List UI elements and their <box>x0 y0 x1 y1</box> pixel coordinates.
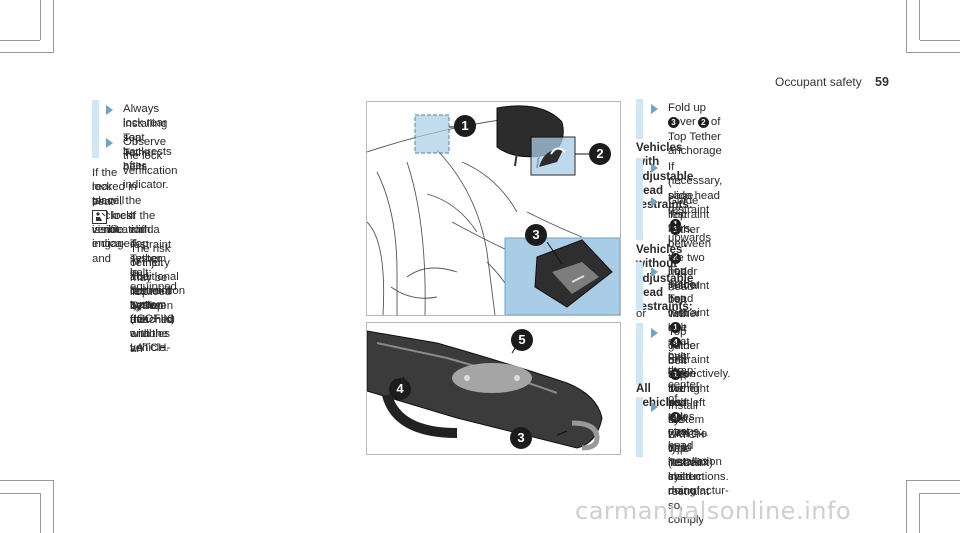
child-seat-icon <box>92 210 107 224</box>
callout-ref-4: 4 <box>670 252 681 264</box>
callout-ref-4: 4 <box>670 336 681 348</box>
step-bar <box>636 397 643 457</box>
step-arrow-icon <box>106 138 113 148</box>
step-text: installing Top Tether belts. <box>123 118 168 173</box>
section-title: Occupant safety <box>775 75 862 89</box>
crop-mark <box>40 493 41 533</box>
step-text: restraint1between the two head restraint <box>668 209 712 293</box>
crop-mark <box>919 493 920 533</box>
note-line: The risk of injury may be reduced by Top <box>130 243 172 313</box>
step-text: respectively. <box>668 368 731 380</box>
callout-2: 2 <box>589 143 611 165</box>
step-arrow-icon <box>651 267 658 277</box>
crop-mark <box>40 0 41 40</box>
note-line: type (ISOFIX) and the vehicle. <box>130 299 175 354</box>
crop-mark <box>0 480 54 481</box>
callout-ref-1: 1 <box>670 223 681 235</box>
step-arrow-icon <box>651 163 658 173</box>
callout-ref-1: 1 <box>670 322 681 334</box>
note-line: with a Top Tether belt: <box>130 224 162 279</box>
step-text: Observe the lock verification indicator. <box>123 136 178 191</box>
step-text: system with Top Tether. In doing so, com… <box>668 414 705 527</box>
crop-mark <box>920 493 960 494</box>
callout-ref-1: 1 <box>670 368 681 380</box>
subheading: Vehicles without adjustable head restrai… <box>636 243 694 314</box>
callout-5: 5 <box>511 329 533 351</box>
crop-mark <box>906 480 960 481</box>
callout-3: 3 <box>510 427 532 449</box>
page-link[interactable]: (→ page 92). <box>668 176 694 217</box>
note-line: restraint system attached with LATCH- <box>130 285 174 355</box>
step-text: head restraint1. <box>668 293 710 334</box>
crop-mark <box>0 52 54 53</box>
step-arrow-icon <box>651 328 658 338</box>
step-arrow-icon <box>651 197 658 207</box>
callout-1: 1 <box>454 115 476 137</box>
crop-mark <box>53 480 54 533</box>
rear-seat-illustration: 1 2 3 <box>366 101 621 316</box>
crop-mark <box>906 480 907 533</box>
top-tether-belt-illustration: 5 4 3 <box>366 322 621 455</box>
callout-3: 3 <box>525 224 547 246</box>
crop-mark <box>0 493 40 494</box>
step-text: bars. <box>668 223 694 235</box>
step-arrow-icon <box>651 104 658 114</box>
step-text: Install the LATCH-type (ISOFIX) child re… <box>668 400 713 498</box>
step-bar <box>636 262 643 310</box>
step-text: guide Top Tether belt4over the center of <box>668 279 700 406</box>
or-text: or <box>636 308 647 320</box>
subheading: All vehicles: <box>636 382 686 410</box>
step-bar <box>636 99 643 139</box>
step-text: Guide Top Tether belt4under head <box>668 195 700 293</box>
step-text: 3. <box>668 116 681 145</box>
step-text: with the child restraint system manufact… <box>668 428 729 498</box>
crop-mark <box>920 40 960 41</box>
note-line: If the child restraint system is equippe… <box>130 210 177 294</box>
step-arrow-icon <box>651 402 658 412</box>
crop-mark <box>906 0 907 52</box>
watermark: carmanualsonline.info <box>575 497 852 525</box>
callout-ref-4: 4 <box>670 411 681 423</box>
note-line: Tether. The Top Tether belt enables an <box>130 257 170 355</box>
callout-ref-2: 2 <box>697 116 709 128</box>
crop-mark <box>919 0 920 40</box>
step-bar <box>636 158 643 240</box>
step-bar <box>636 323 643 385</box>
page-number: 59 <box>875 75 889 89</box>
step-bar <box>92 100 99 158</box>
crop-mark <box>0 40 40 41</box>
step-arrow-icon <box>106 105 113 115</box>
step-text: Always lock rear seat backrests after <box>123 103 172 173</box>
tether-belt-drawing <box>367 330 603 451</box>
crop-mark <box>53 0 54 52</box>
callout-4: 4 <box>389 378 411 400</box>
note-line: additional connection between the child <box>130 271 186 326</box>
callout-ref-3: 3 <box>668 117 679 129</box>
rear-seat-drawing <box>367 105 620 315</box>
crop-mark <box>906 52 960 53</box>
step-text: er's installation instructions. <box>668 442 729 483</box>
